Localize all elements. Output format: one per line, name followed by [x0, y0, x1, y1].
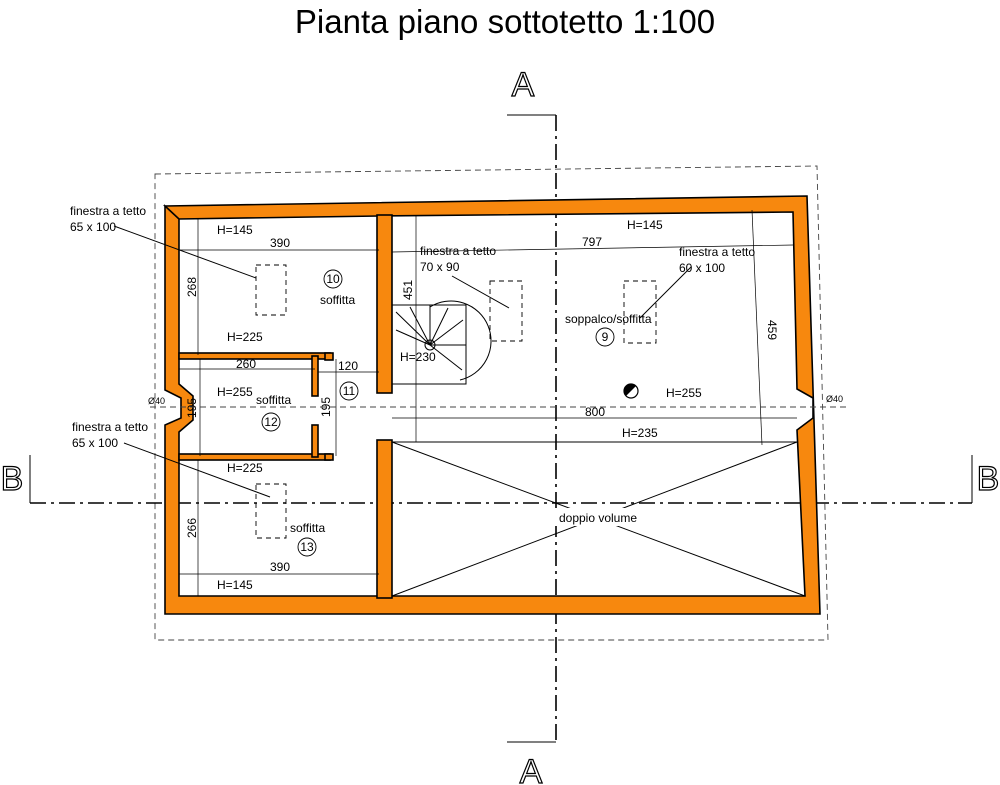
dim-line-797: [391, 244, 794, 253]
room-13-marker: [297, 537, 317, 557]
room-11-marker: [339, 381, 359, 401]
stair-outer-arc: [429, 300, 492, 381]
section-marker-b-right: B: [977, 460, 1000, 498]
stair-tread-1: [395, 311, 431, 346]
height-room-9-top: H=145: [627, 218, 663, 232]
dim-797: 797: [582, 235, 602, 249]
dim-120: 120: [338, 359, 358, 373]
wall-room-12-right-lower: [311, 424, 319, 458]
height-room-10-bottom: H=225: [227, 330, 263, 344]
roof-window-room-13: [255, 483, 287, 539]
room-11-number: 11: [343, 384, 356, 398]
room-12-marker: [261, 412, 281, 432]
roof-windows: finestra a tetto 65 x 100 finestra a tet…: [70, 204, 755, 539]
double-volume-label: doppio volume: [559, 511, 637, 525]
window-room-9a-line2: 70 x 90: [420, 260, 460, 274]
room-12-name: soffitta: [256, 393, 291, 407]
wall-below-room-12: [178, 453, 331, 461]
double-volume-area: doppio volume: [391, 441, 806, 597]
section-marker-a-top: A: [512, 66, 535, 104]
diameter-left: Ø40: [148, 396, 165, 406]
roof-outline: [154, 165, 829, 641]
stair-tread-4: [429, 307, 449, 346]
stair-tread-8: [395, 329, 431, 346]
section-marker-a-bottom: A: [520, 753, 543, 785]
dim-451: 451: [401, 280, 415, 300]
section-marker-b-left: B: [1, 460, 24, 498]
height-room-10-top: H=145: [217, 223, 253, 237]
height-stair: H=230: [400, 350, 436, 364]
height-room-13-bottom: H=145: [217, 578, 253, 592]
dim-268: 268: [185, 277, 199, 297]
diameter-right: Ø40: [826, 394, 843, 404]
dimension-lines: 390 268 260 120 195 195 266 390 451 797 …: [148, 209, 850, 596]
walls: [162, 195, 821, 615]
wall-stub-room-11-bottom: [324, 453, 334, 461]
leader-window-room-10: [113, 225, 257, 279]
dim-260: 260: [236, 357, 256, 371]
room-10-marker: [323, 269, 343, 289]
dim-195-left: 195: [185, 398, 199, 418]
window-room-10-line1: finestra a tetto: [70, 204, 146, 218]
room-13-name: soffitta: [290, 521, 325, 535]
stair-tread-5: [429, 319, 464, 346]
double-volume-label-bg: [555, 508, 643, 526]
dim-800: 800: [585, 405, 605, 419]
leader-window-room-9-b: [639, 266, 692, 319]
spiral-staircase: [391, 300, 492, 385]
leader-window-room-13: [123, 442, 271, 498]
window-room-10-line2: 65 x 100: [70, 220, 116, 234]
flue-symbol: [623, 383, 639, 399]
window-room-13-line2: 65 x 100: [72, 436, 118, 450]
room-9-number: 9: [602, 330, 609, 344]
room-13-number: 13: [300, 540, 314, 554]
roof-window-room-9-a: [489, 280, 523, 342]
dim-390-bottom: 390: [270, 560, 290, 574]
window-room-9a-line1: finestra a tetto: [420, 244, 496, 258]
room-9-marker: [595, 327, 615, 347]
window-room-9b-line2: 60 x 100: [679, 261, 725, 275]
outer-wall: [162, 195, 821, 615]
stair-box: [391, 304, 467, 385]
dim-390-top: 390: [270, 236, 290, 250]
height-room-9-mid: H=255: [666, 386, 702, 400]
height-room-13-top: H=225: [227, 461, 263, 475]
roof-window-room-10: [255, 264, 287, 316]
roof-window-room-9-b: [623, 280, 657, 344]
leader-window-room-9-a: [451, 275, 510, 309]
flue-fill: [623, 383, 636, 396]
wall-room-12-right-upper: [311, 355, 319, 397]
stair-tread-7: [429, 344, 463, 371]
plan-title: Pianta piano sottotetto 1:100: [295, 3, 715, 40]
window-room-9b-line1: finestra a tetto: [679, 245, 755, 259]
wall-stub-room-11-top: [324, 352, 334, 361]
stair-tread-2: [409, 306, 431, 346]
height-room-9-low: H=235: [622, 426, 658, 440]
dim-459: 459: [765, 320, 779, 340]
dim-266: 266: [185, 518, 199, 538]
height-labels: H=145 H=225 H=255 H=225 H=145 H=145 H=23…: [217, 218, 702, 592]
interior-wall-left-upper: [376, 214, 393, 394]
height-room-12: H=255: [217, 385, 253, 399]
room-10-number: 10: [326, 272, 340, 286]
room-9-name: soppalco/soffitta: [565, 312, 652, 326]
room-10-name: soffitta: [320, 293, 355, 307]
interior-wall-left-lower: [376, 439, 393, 599]
dim-line-459: [751, 209, 763, 446]
room-12-number: 12: [264, 415, 278, 429]
window-room-13-line1: finestra a tetto: [72, 420, 148, 434]
room-labels: 10 soffitta 12 soffitta 13 soffitta 11 9…: [256, 269, 652, 557]
